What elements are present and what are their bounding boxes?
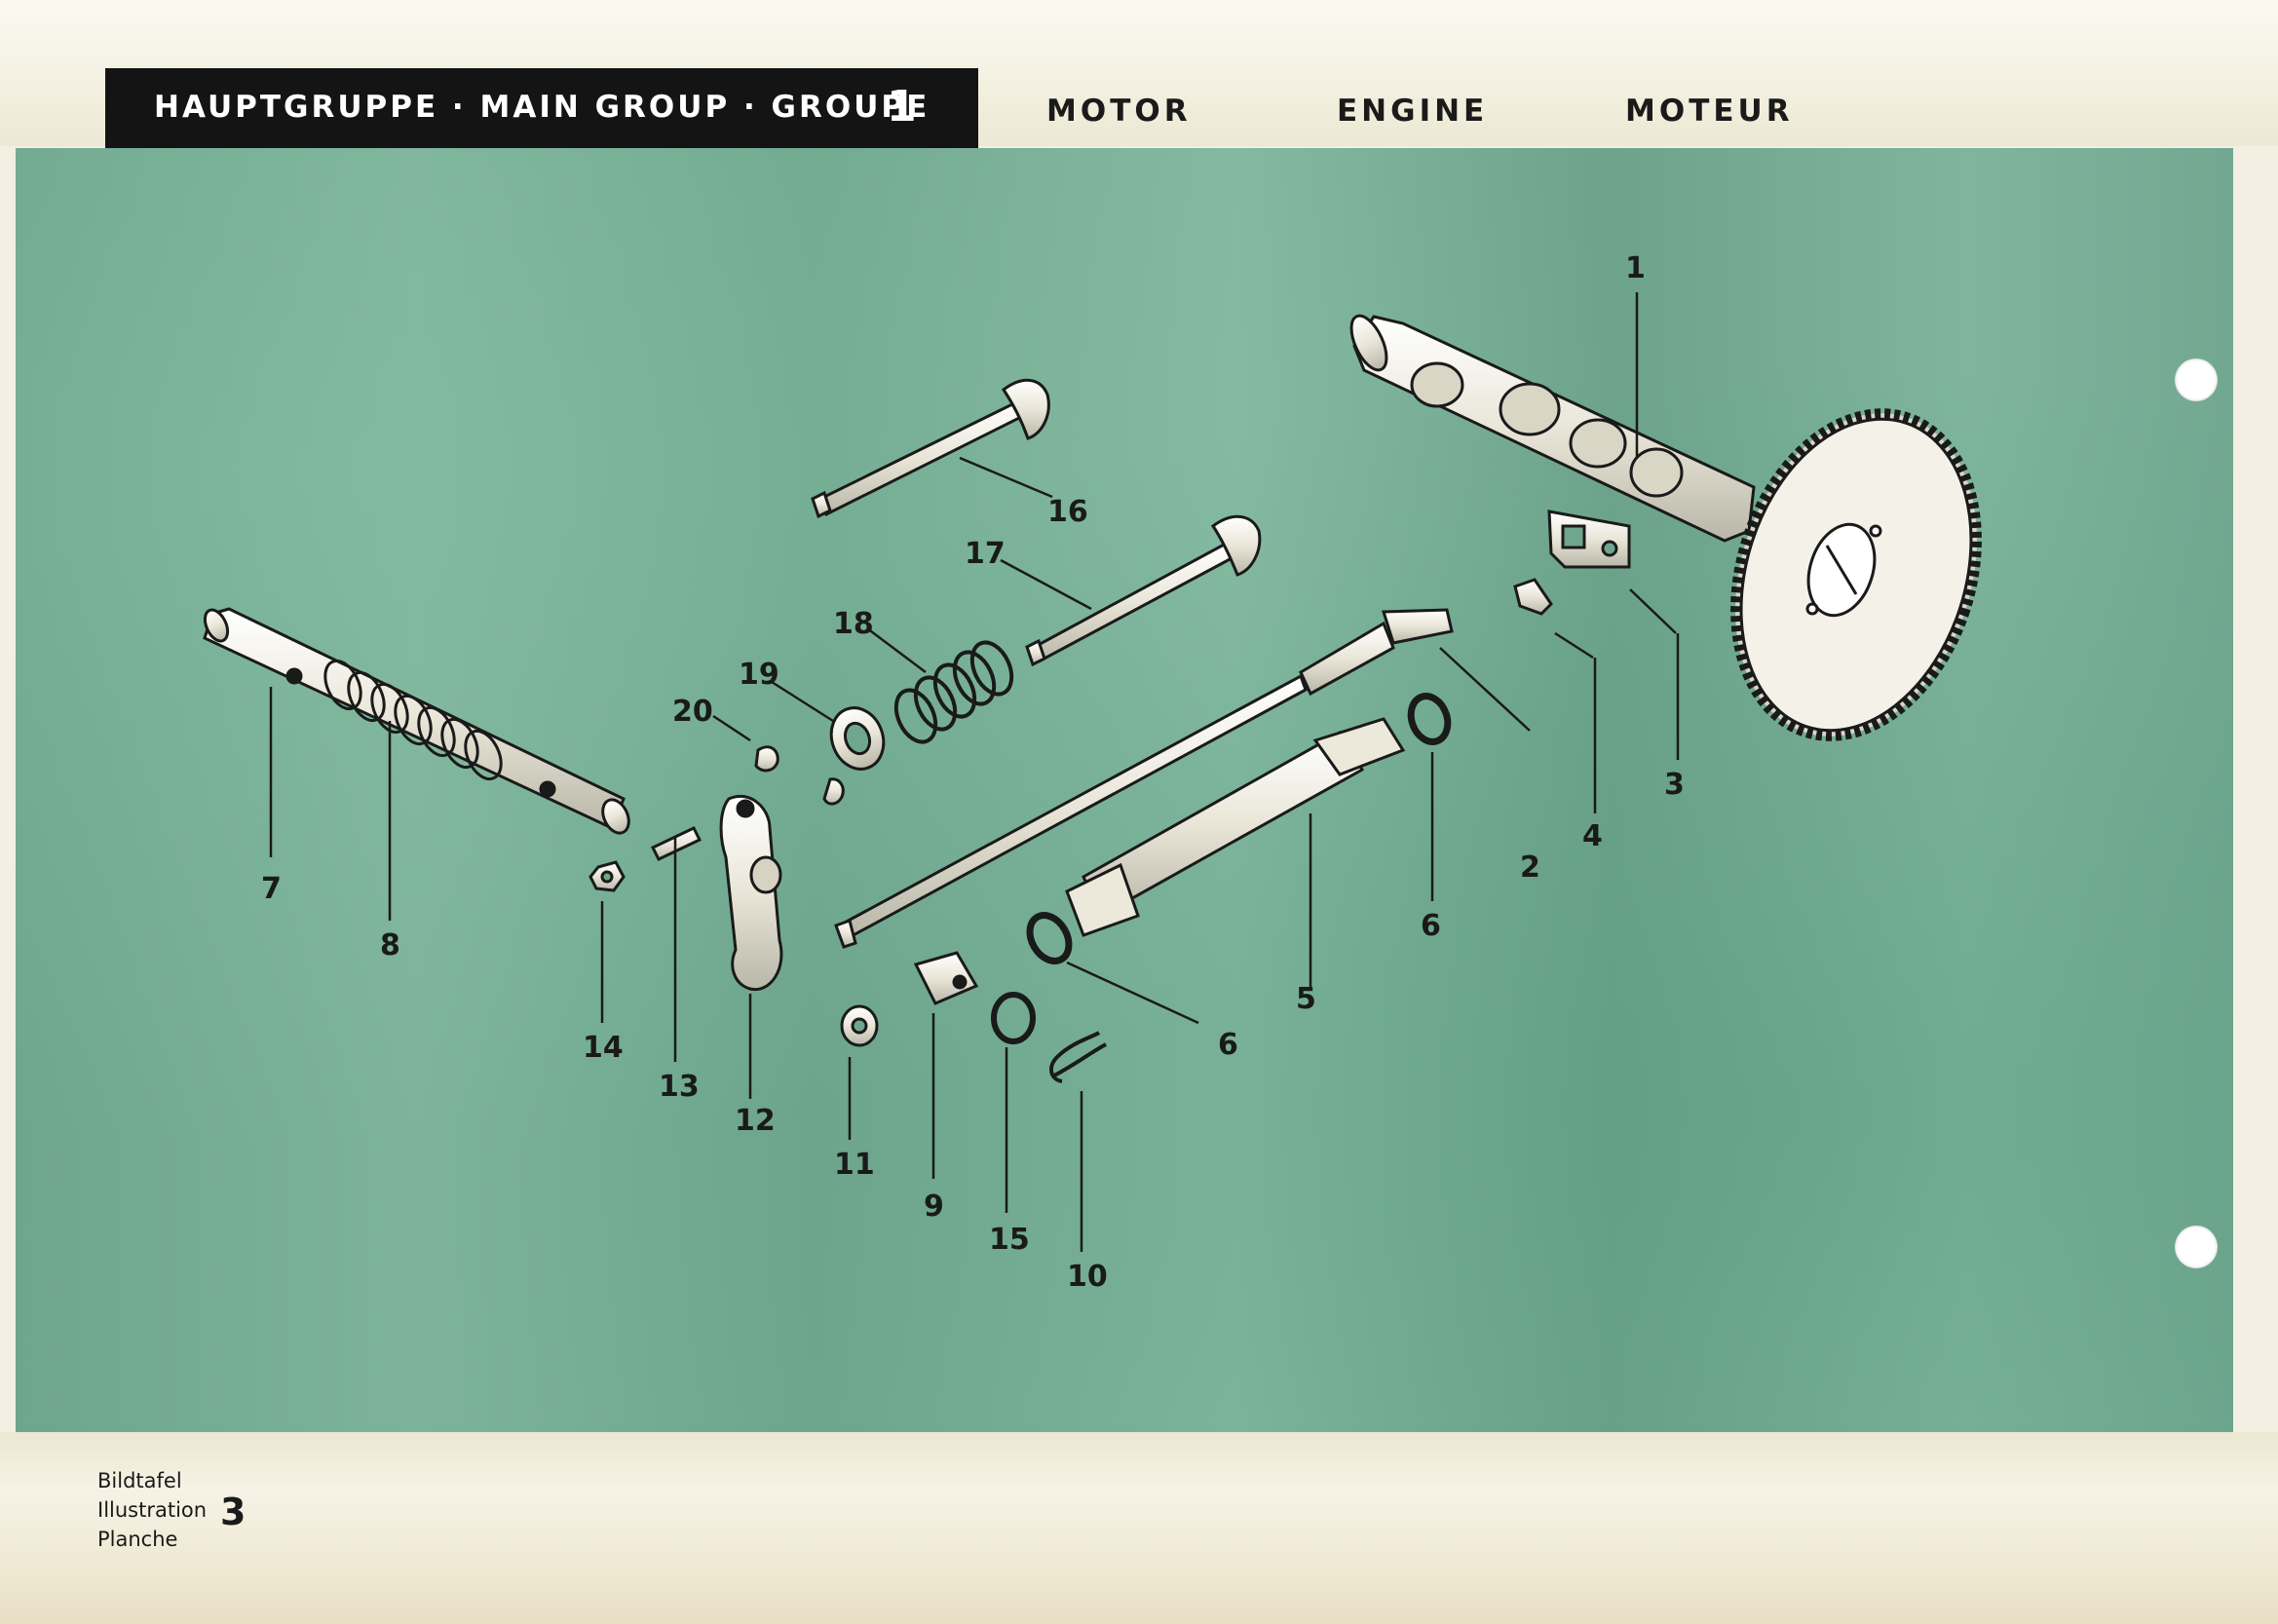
callout-20: 20 [672,695,713,729]
part-rocker-shaft [203,607,630,835]
part-lock-plate [1513,578,1553,616]
punch-hole-top [2175,359,2218,401]
caption-german: Bildtafel [97,1469,182,1492]
part-camshaft-gear [1730,408,1982,741]
title-english: ENGINE [1337,94,1489,129]
part-valve-upper [811,379,1050,519]
part-bush-small [840,1004,879,1047]
callout-13: 13 [659,1070,700,1104]
part-valve-spring [893,640,1014,744]
part-rocker-arm [719,794,783,992]
part-plate [1547,510,1631,569]
plate-number: 3 [220,1491,247,1533]
title-german: MOTOR [1046,94,1192,129]
callout-6-upper: 6 [1421,909,1441,943]
part-spring-cap [829,706,886,771]
part-seal-ring-upper [1407,693,1452,745]
part-pushrod-tube [1065,717,1406,937]
callout-1: 1 [1625,251,1646,285]
group-header-band: HAUPTGRUPPE · MAIN GROUP · GROUPE 1 [105,68,978,148]
callout-8: 8 [380,928,400,963]
callout-11: 11 [834,1148,875,1182]
caption-french: Planche [97,1528,178,1551]
group-label: HAUPTGRUPPE · MAIN GROUP · GROUPE [154,90,930,125]
part-valve-keepers [754,745,845,806]
illustration-panel [16,148,2233,1432]
callout-10: 10 [1067,1260,1108,1294]
callout-2: 2 [1520,850,1540,885]
title-french: MOTEUR [1625,94,1794,129]
part-camshaft [1349,314,1756,543]
callout-4: 4 [1582,819,1603,853]
callout-9: 9 [924,1190,944,1224]
plate-caption: Bildtafel Illustration Planche [97,1466,207,1554]
callout-6-lower: 6 [1218,1028,1238,1062]
group-number: 1 [887,82,917,132]
callout-17: 17 [965,537,1006,571]
part-nut [588,860,626,892]
callout-15: 15 [989,1223,1030,1257]
callout-7: 7 [261,872,282,906]
part-rocker-spring [323,659,503,781]
callout-5: 5 [1296,982,1316,1016]
callout-19: 19 [739,658,779,692]
part-wire-clip [1049,1031,1107,1083]
callout-14: 14 [583,1031,624,1065]
leader-lines [269,292,1680,1252]
callout-3: 3 [1664,768,1685,802]
part-sleeve [913,951,979,1005]
callout-12: 12 [735,1104,776,1138]
caption-english: Illustration [97,1498,208,1522]
part-ring [991,992,1036,1044]
part-pushrod [834,608,1454,949]
punch-hole-bottom [2175,1226,2218,1268]
part-seal-ring-lower [1026,912,1073,964]
callout-18: 18 [833,607,874,641]
part-valve-lower [1025,515,1262,667]
paper-bottom-margin [0,1432,2278,1624]
callout-16: 16 [1047,495,1088,529]
